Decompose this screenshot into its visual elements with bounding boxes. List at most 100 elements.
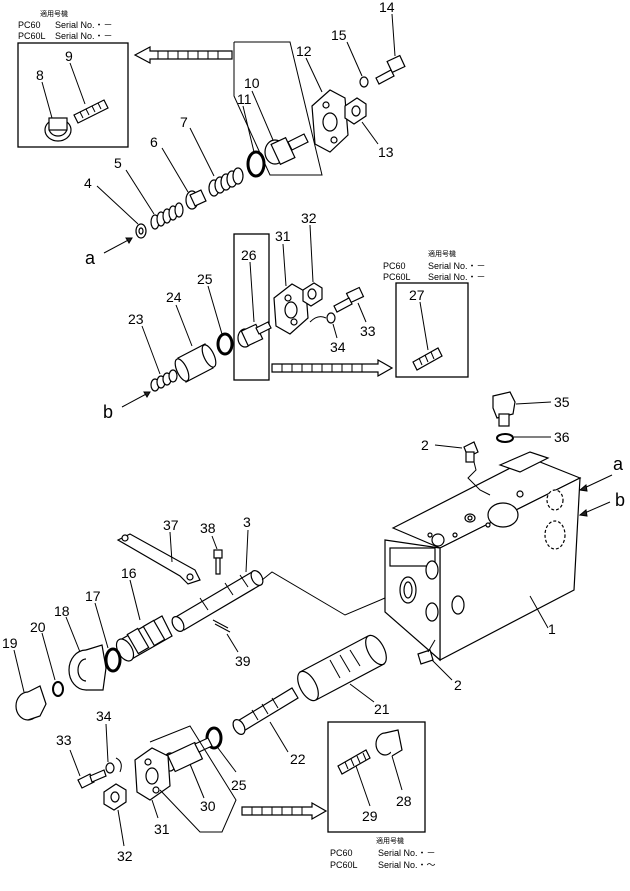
callout-2-upper: 2 bbox=[421, 437, 429, 453]
part-25-o-ring-upper bbox=[207, 285, 234, 356]
part-31-flange-lower bbox=[134, 747, 171, 819]
part-30-plug-lower bbox=[163, 737, 213, 799]
part-24-sleeve bbox=[174, 304, 217, 383]
callout-14: 14 bbox=[379, 0, 395, 15]
callout-5: 5 bbox=[114, 155, 122, 171]
arrow-to-mid-box bbox=[271, 358, 394, 378]
part-36-o-ring bbox=[496, 433, 551, 443]
part-28-cap bbox=[375, 729, 403, 791]
serial-box-bottom-model-1: PC60 bbox=[330, 848, 353, 858]
serial-box-top-label-2: Serial No.・－ bbox=[55, 31, 113, 41]
part-27-screw bbox=[412, 301, 443, 371]
callout-21: 21 bbox=[374, 701, 390, 717]
part-21-sleeve bbox=[297, 634, 387, 703]
port-a-right-arrow bbox=[578, 474, 613, 492]
part-8-cap bbox=[41, 81, 72, 142]
bracket-mid bbox=[233, 233, 270, 381]
callout-36: 36 bbox=[554, 429, 570, 445]
callout-3: 3 bbox=[243, 514, 251, 530]
part-11-o-ring bbox=[242, 105, 266, 178]
part-34-washer-lower bbox=[105, 723, 122, 774]
part-1-valve-body bbox=[384, 451, 582, 662]
callout-11: 11 bbox=[237, 91, 252, 107]
part-9-screw bbox=[69, 62, 109, 124]
callout-25-lower: 25 bbox=[231, 777, 247, 793]
callout-15: 15 bbox=[331, 27, 347, 43]
part-33-bolt-upper bbox=[333, 286, 367, 323]
port-b-left-label: b bbox=[103, 402, 113, 422]
part-17-o-ring bbox=[94, 602, 122, 673]
part-32-nut-lower bbox=[103, 783, 127, 847]
callout-37: 37 bbox=[163, 517, 179, 533]
bracket-lower bbox=[149, 725, 237, 833]
part-15-washer bbox=[346, 41, 369, 88]
callout-19: 19 bbox=[2, 635, 18, 651]
part-39-key bbox=[212, 619, 239, 653]
callout-38: 38 bbox=[200, 520, 216, 536]
serial-box-mid-label-2: Serial No.・－ bbox=[428, 272, 486, 282]
serial-box-top-model-2: PC60L bbox=[18, 31, 46, 41]
port-b-right-label: b bbox=[615, 490, 625, 510]
part-16-piston bbox=[115, 579, 173, 662]
callout-35: 35 bbox=[554, 394, 570, 410]
serial-box-mid-model-1: PC60 bbox=[383, 261, 406, 271]
arrow-to-top-box bbox=[133, 46, 233, 64]
callout-33-lower: 33 bbox=[56, 732, 72, 748]
callout-28: 28 bbox=[396, 793, 412, 809]
part-25-o-ring-lower bbox=[205, 726, 237, 773]
callout-2-lower: 2 bbox=[454, 677, 462, 693]
serial-box-mid-label-1: Serial No.・－ bbox=[428, 261, 486, 271]
serial-box-mid: 適用号機 PC60 Serial No.・－ PC60L Serial No.・… bbox=[383, 249, 486, 378]
port-b-right-arrow bbox=[578, 501, 611, 517]
part-22-spool-small bbox=[232, 687, 299, 753]
arrow-to-bottom-box bbox=[241, 801, 328, 821]
callout-33-upper: 33 bbox=[360, 323, 376, 339]
part-3-spool bbox=[171, 529, 386, 632]
callout-30: 30 bbox=[200, 798, 216, 814]
serial-box-top: 適用号機 PC60 Serial No.・－ PC60L Serial No.・… bbox=[17, 9, 129, 148]
callout-12: 12 bbox=[296, 43, 312, 59]
callout-32-upper: 32 bbox=[301, 210, 317, 226]
part-2-plug-upper bbox=[434, 441, 491, 496]
port-a-left-arrow bbox=[103, 237, 133, 254]
part-2-plug-lower bbox=[417, 639, 453, 681]
serial-box-top-model-1: PC60 bbox=[18, 20, 41, 30]
callout-27: 27 bbox=[409, 287, 425, 303]
serial-box-bottom-frame bbox=[327, 721, 426, 833]
part-20-snap-ring bbox=[41, 632, 64, 697]
callout-7: 7 bbox=[180, 114, 188, 130]
callout-32-lower: 32 bbox=[117, 848, 133, 864]
serial-box-bottom-model-2: PC60L bbox=[330, 860, 358, 870]
callout-29: 29 bbox=[362, 808, 378, 824]
part-34-washer-upper bbox=[309, 312, 338, 339]
callout-17: 17 bbox=[85, 588, 101, 604]
callout-20: 20 bbox=[30, 619, 46, 635]
part-14-bolt bbox=[375, 13, 406, 85]
callout-10: 10 bbox=[244, 75, 260, 91]
callout-6: 6 bbox=[150, 134, 158, 150]
part-10-plug bbox=[251, 90, 309, 166]
serial-box-bottom-label-1: Serial No.・－ bbox=[378, 848, 436, 858]
part-12-flange bbox=[305, 57, 349, 153]
part-7-spring bbox=[189, 127, 244, 197]
part-33-bolt-lower bbox=[69, 749, 107, 789]
callout-1: 1 bbox=[548, 621, 556, 637]
part-19-cap bbox=[13, 649, 47, 721]
part-35-plug bbox=[492, 391, 552, 427]
part-29-screw bbox=[337, 749, 371, 807]
part-26-plug bbox=[237, 261, 272, 348]
serial-box-top-frame bbox=[17, 42, 129, 148]
serial-box-bottom: 適用号機 PC60 Serial No.・－ PC60L Serial No.・… bbox=[327, 721, 436, 870]
serial-box-bottom-header: 適用号機 bbox=[376, 836, 404, 845]
callout-39: 39 bbox=[235, 653, 251, 669]
part-23-spring bbox=[141, 325, 178, 392]
callout-18: 18 bbox=[54, 603, 70, 619]
callout-9: 9 bbox=[65, 48, 73, 64]
callout-34-lower: 34 bbox=[96, 708, 112, 724]
callout-26: 26 bbox=[241, 247, 257, 263]
callout-31-lower: 31 bbox=[154, 821, 170, 837]
callout-31-upper: 31 bbox=[275, 228, 291, 244]
callout-25-upper: 25 bbox=[197, 271, 213, 287]
callout-24: 24 bbox=[166, 289, 182, 305]
callout-16: 16 bbox=[121, 565, 137, 581]
